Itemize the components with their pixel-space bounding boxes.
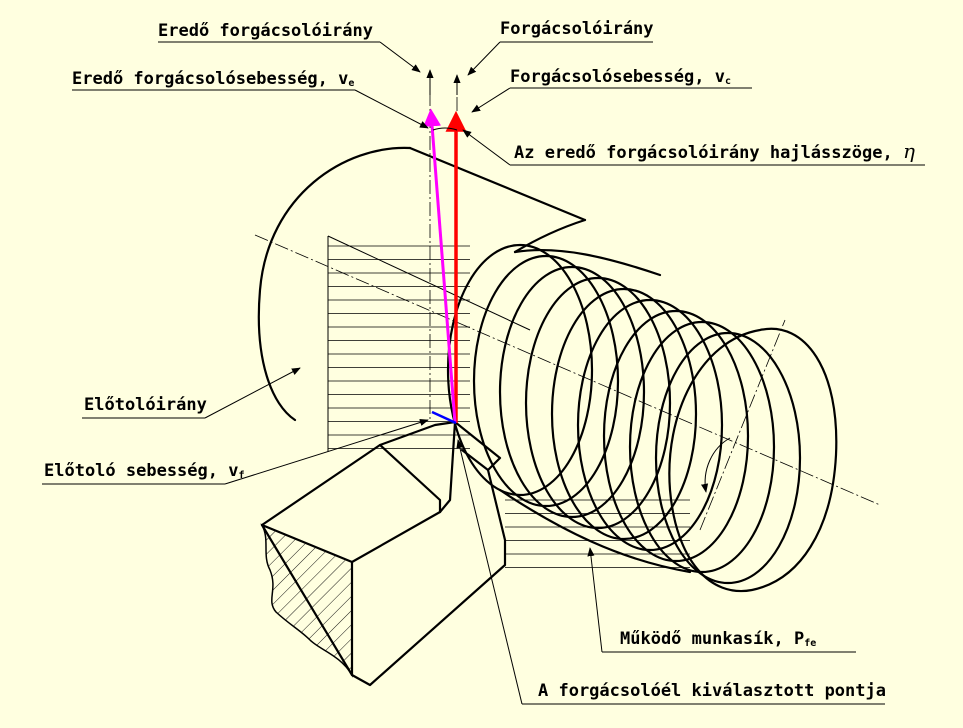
thread-ring [654, 331, 802, 585]
workpiece [257, 146, 838, 593]
thread-ring [472, 254, 620, 508]
resultant-speed-vector [423, 108, 457, 424]
label-resultant-direction: Eredő forgácsolóirány [158, 21, 373, 41]
label-feed-direction: Előtolóirány [84, 395, 207, 415]
label-working-plane: Működő munkasík, Pfe [620, 629, 816, 649]
thread-ring [550, 287, 698, 541]
label-angle: Az eredő forgácsolóirány hajlásszöge, η [514, 139, 915, 163]
working-plane-hatch [327, 235, 690, 568]
label-cutting-direction: Forgácsolóirány [500, 19, 654, 39]
label-cutting-speed: Forgácsolósebesség, vc [510, 67, 731, 87]
thread-ring [576, 298, 724, 552]
label-feed-speed: Előtoló sebesség, vf [44, 461, 245, 481]
label-resultant-speed: Eredő forgácsolósebesség, ve [72, 69, 354, 89]
leader-lines [42, 41, 925, 705]
feed-speed-vector [431, 410, 457, 425]
thread-ring [498, 265, 646, 519]
thread-ring [524, 276, 672, 530]
label-selected-point: A forgácsolóél kiválasztott pontja [538, 681, 886, 701]
thread-ring [602, 309, 750, 563]
thread-ring [628, 320, 776, 574]
velocity-vectors [423, 69, 467, 425]
thread-ring [446, 243, 594, 497]
cutting-tool [260, 420, 507, 687]
